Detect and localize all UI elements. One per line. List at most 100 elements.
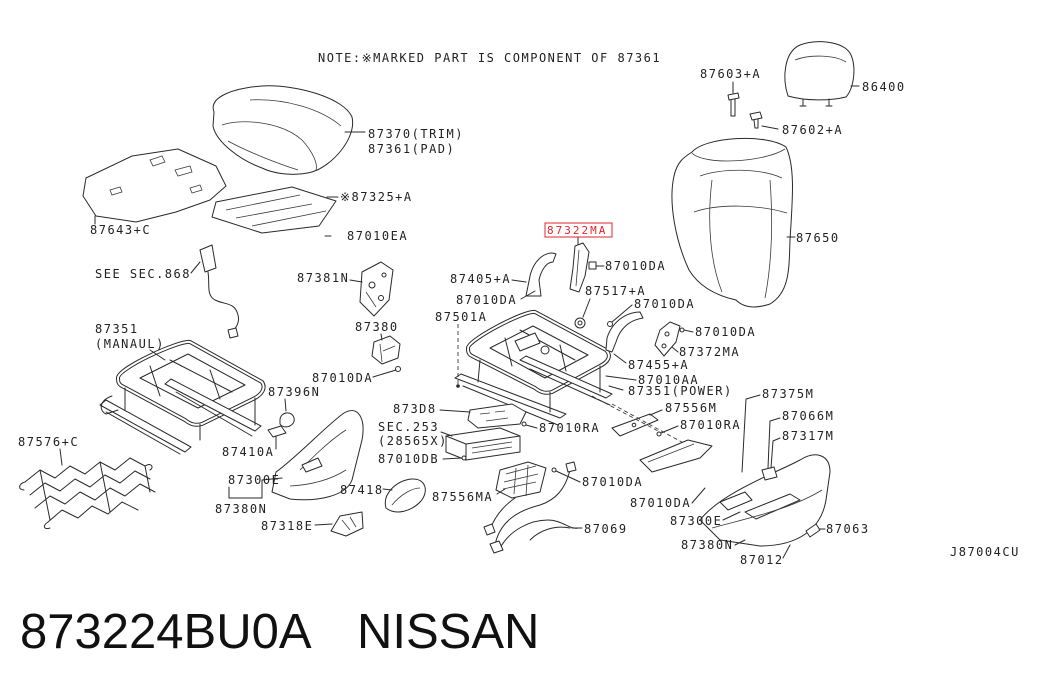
bracket-87381n-slot: [365, 291, 377, 308]
module-sec253-detail: [471, 441, 513, 454]
label-87066m: 87066M: [782, 409, 834, 423]
diagram-code: J87004CU: [950, 545, 1020, 559]
plate-873d8-slots: [479, 410, 509, 422]
spring-wire-2: [29, 470, 151, 496]
leader-line: [613, 353, 627, 364]
label-87380: 87380: [355, 320, 399, 334]
leader-line: [611, 304, 633, 323]
manual-rail-base: [105, 387, 256, 455]
label-87396n: 87396N: [268, 385, 320, 399]
label-87351: 87351: [95, 322, 139, 336]
harness-connector-3: [565, 461, 577, 473]
right-side-shield-lever: [719, 491, 753, 511]
cushion-mat-drawing: [82, 148, 227, 223]
harness-connector-1: [489, 540, 504, 554]
bracket-87381n-hole-3: [381, 272, 387, 278]
highlight-box: [544, 222, 613, 238]
label-87010da-5: 87010DA: [312, 371, 373, 385]
label-87010da-2: 87010DA: [456, 293, 517, 307]
leader-line: [59, 448, 63, 466]
leader-line: [525, 424, 538, 429]
leader-line: [190, 261, 201, 274]
headrest-pin-shaft: [730, 98, 736, 117]
nut-87517a-hole: [577, 320, 583, 326]
leader-lines: [59, 81, 860, 559]
leader-line: [284, 398, 287, 412]
part-87380-tab: [379, 343, 396, 363]
part-87322ma-edge: [575, 249, 580, 287]
leader-line: [671, 346, 679, 353]
knob-87418-drawing: [384, 478, 426, 513]
lower-trim-edge: [647, 443, 695, 463]
spring-hooks: [19, 464, 153, 529]
leader-line: [605, 375, 637, 381]
bolt-87010da-4-drawing: [679, 327, 685, 333]
label-87069: 87069: [584, 522, 628, 536]
part-87455a-drawing: [605, 311, 644, 353]
part-87322ma-body: [569, 242, 590, 293]
right-side-shield-switch: [744, 493, 801, 520]
seat-belt-buckle-drawing: [199, 244, 239, 339]
left-side-shield-switch: [301, 457, 323, 473]
power-rail-right: [519, 355, 613, 399]
unit-87556ma-drawing: [495, 461, 547, 499]
label-87361-pad: 87361(PAD): [368, 142, 455, 156]
power-frame-tube-inner: [467, 310, 610, 394]
nut-87517a-drawing: [574, 317, 586, 329]
cushion-trim-seam-2: [249, 99, 342, 127]
leader-line: [442, 457, 463, 460]
buckle-connector: [227, 327, 239, 339]
part-87063-drawing: [805, 523, 821, 538]
highlight-label-87322ma: 87322MA: [547, 224, 607, 237]
leader-line: [782, 544, 791, 559]
label-87372ma: 87372MA: [679, 345, 740, 359]
bolt-87010ra-2-drawing: [656, 431, 662, 437]
label-87643c: 87643+C: [90, 223, 151, 237]
left-side-shield-drawing: [271, 410, 364, 501]
cap-87318e-drawing: [330, 511, 364, 537]
unit-87556ma-body: [495, 461, 547, 499]
cushion-mat-body: [82, 148, 227, 223]
label-87300e-2: 87300E: [670, 514, 722, 528]
module-sec253-drawing: [445, 427, 521, 461]
seat-back-seam-left: [709, 179, 723, 293]
leader-line: [382, 488, 393, 491]
harness-wire-3: [489, 497, 516, 531]
leader-line: [741, 394, 761, 473]
lower-trim-drawing: [639, 439, 713, 473]
bracket-87381n-drawing: [359, 261, 394, 317]
label-87317m: 87317M: [782, 429, 834, 443]
manual-adjust-lever: [100, 395, 119, 415]
bolt-87010da-6-drawing: [551, 467, 557, 473]
diagram-note: NOTE:※MARKED PART IS COMPONENT OF 87361: [318, 51, 661, 65]
right-side-shield-edge: [711, 489, 823, 529]
leader-line: [770, 437, 781, 469]
headrest-body: [784, 41, 855, 101]
harness-wire-2: [499, 519, 579, 549]
headrest-guide-shaft: [753, 118, 759, 129]
label-87650: 87650: [796, 231, 840, 245]
label-87380n-2: 87380N: [681, 538, 733, 552]
power-frame-motor: [514, 332, 541, 352]
harness-87069-drawing: [483, 461, 579, 554]
label-87381n: 87381N: [297, 271, 349, 285]
label-87602a: 87602+A: [782, 123, 843, 137]
knob-87418-ridge: [391, 487, 421, 506]
label-87325a: ※87325+A: [340, 190, 413, 204]
cushion-insert-stripes: [225, 194, 327, 227]
knob-87418-body: [384, 478, 426, 513]
leader-line: [380, 333, 383, 341]
leader-line: [440, 431, 453, 437]
label-87010aa: 87010AA: [638, 373, 699, 387]
plate-87556m-drawing: [611, 413, 659, 437]
part-87372ma-body: [654, 321, 681, 357]
seat-back-body: [671, 137, 793, 308]
manual-frame-drawing: [99, 339, 266, 455]
leader-line: [228, 477, 283, 499]
highlighted-part-callout: 87322MA: [544, 222, 613, 238]
bolt-87010db-drawing: [461, 455, 467, 461]
label-87455a: 87455+A: [628, 358, 689, 372]
label-87556ma: 87556MA: [432, 490, 493, 504]
leader-line: [555, 470, 581, 483]
label-87576c: 87576+C: [18, 435, 79, 449]
